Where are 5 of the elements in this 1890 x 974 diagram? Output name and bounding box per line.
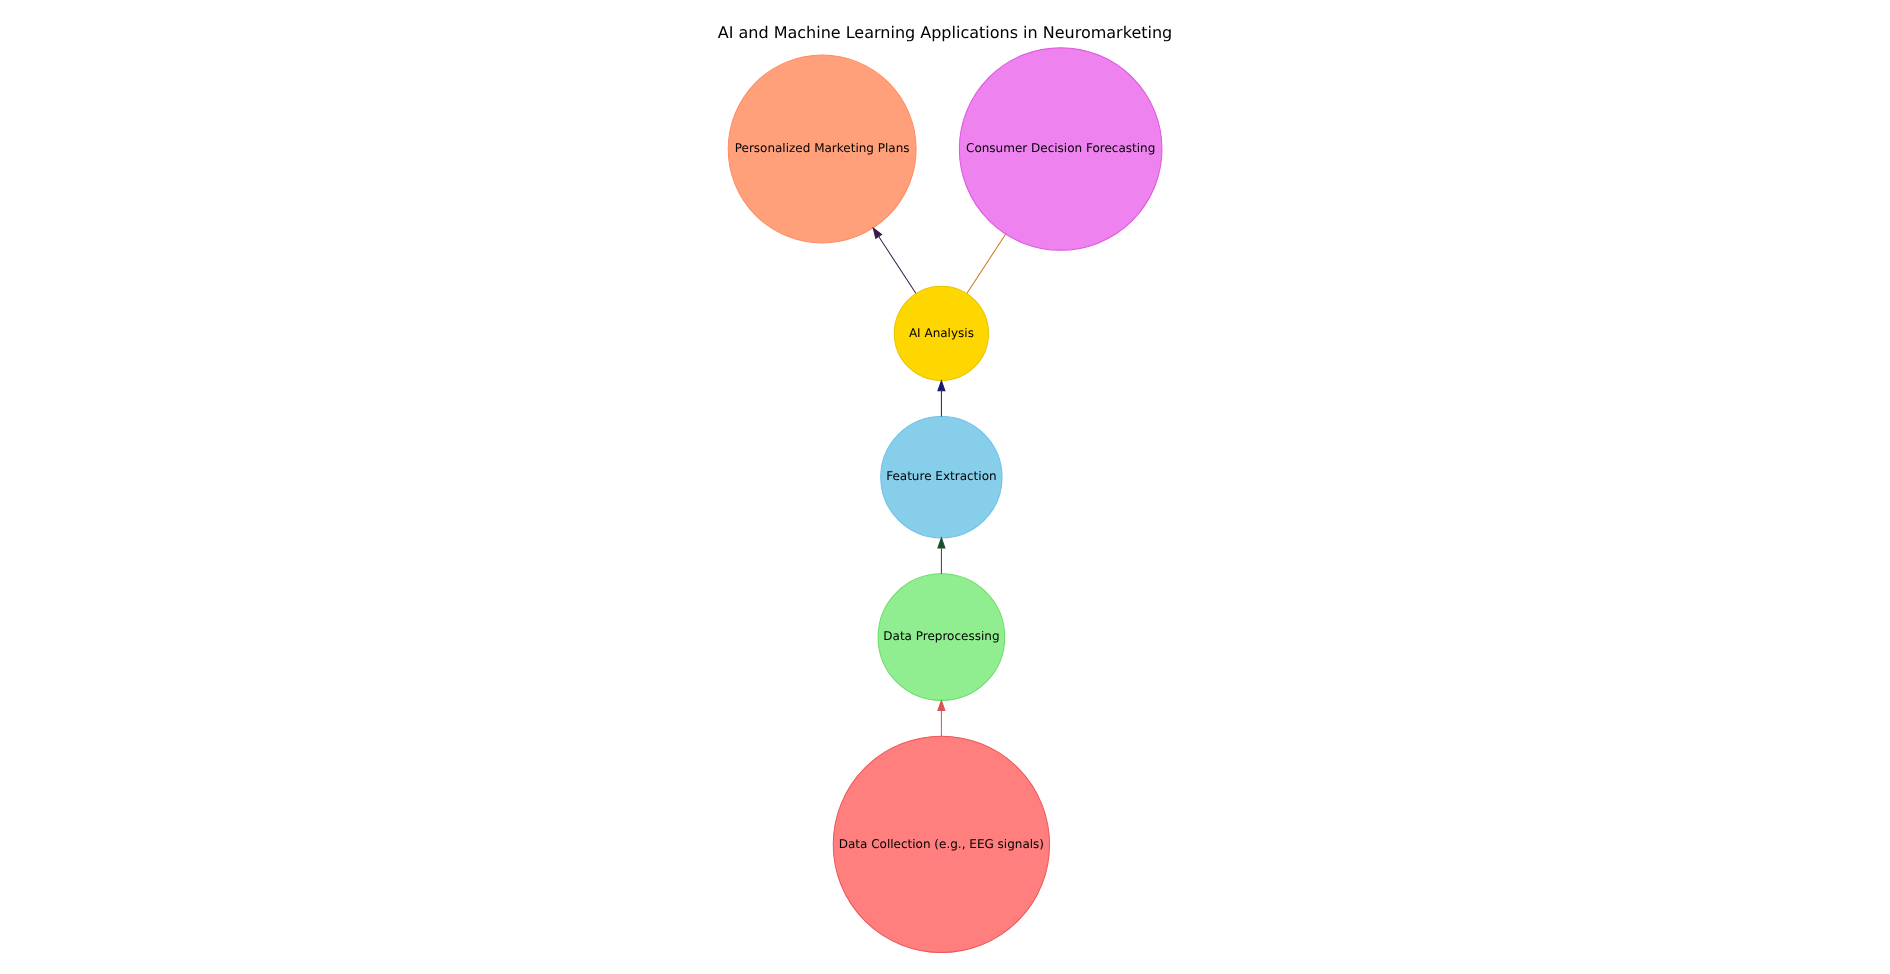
arrow xyxy=(937,700,946,737)
arrow xyxy=(872,227,917,294)
connector xyxy=(966,233,1007,294)
arrow xyxy=(937,380,946,417)
arrow xyxy=(937,537,946,575)
